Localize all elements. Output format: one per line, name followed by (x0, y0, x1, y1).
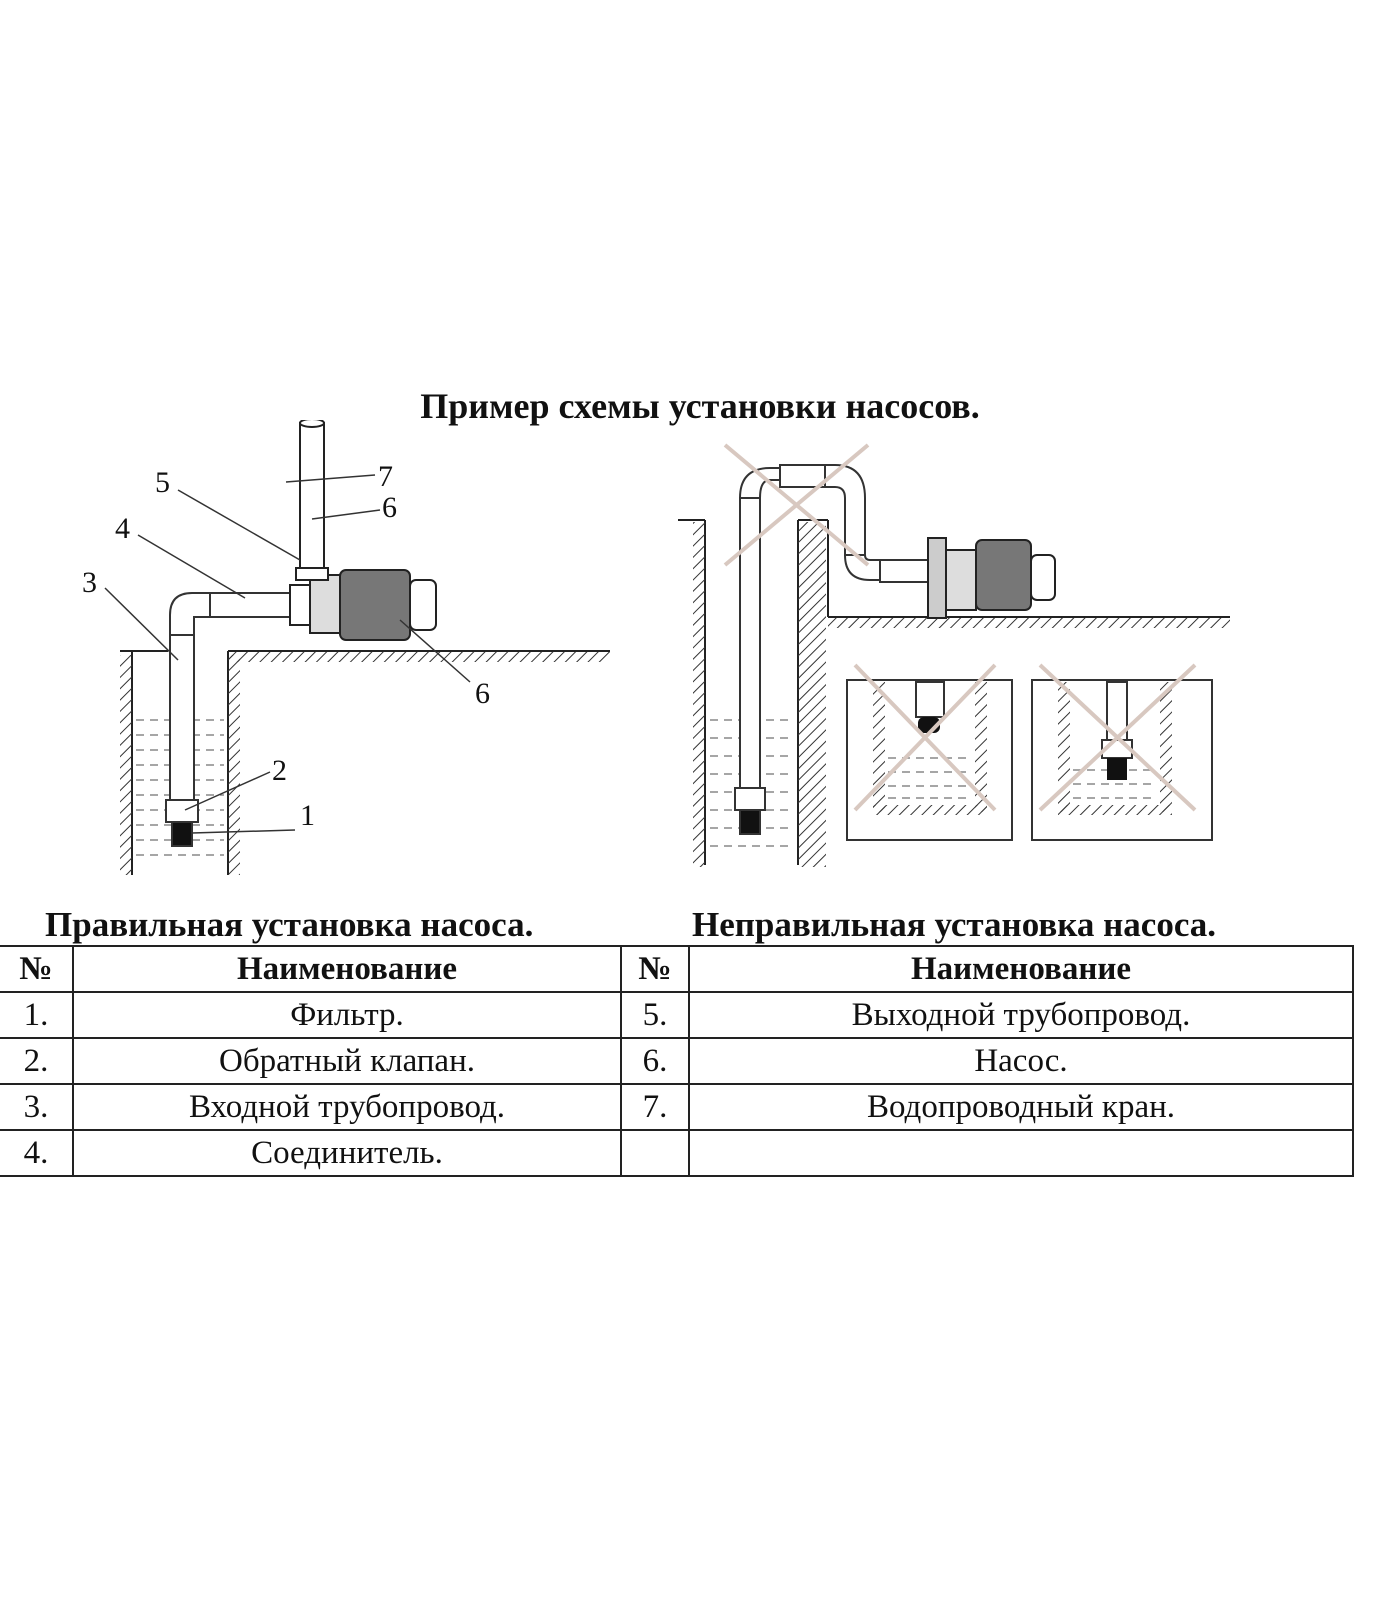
cell-name: Обратный клапан. (72, 1037, 622, 1085)
header-name: Наименование (688, 945, 1354, 993)
cell-number: 3. (0, 1083, 74, 1131)
table-row: 2. Обратный клапан. 6. Насос. (0, 1037, 1354, 1085)
deep-well (678, 443, 1230, 867)
outlet-pipe (299, 422, 325, 569)
svg-text:4: 4 (115, 512, 130, 545)
cell-number (620, 1129, 690, 1177)
cell-number: 7. (620, 1083, 690, 1131)
callouts: 7 6 5 4 3 6 2 1 (82, 460, 490, 834)
cell-name: Выходной трубопровод. (688, 991, 1354, 1039)
table-header-row: № Наименование № Наименование (0, 945, 1354, 993)
shallow-well-1 (846, 663, 1013, 841)
page-title: Пример схемы установки насосов. (420, 386, 980, 426)
cell-name: Входной трубопровод. (72, 1083, 622, 1131)
header-number: № (0, 945, 74, 993)
cell-number: 1. (0, 991, 74, 1039)
cross-mark (853, 663, 997, 812)
svg-text:6: 6 (475, 677, 490, 710)
cell-name (688, 1129, 1354, 1177)
incorrect-installation-diagram (678, 443, 1230, 867)
svg-text:3: 3 (82, 566, 97, 599)
cell-name: Насос. (688, 1037, 1354, 1085)
table-row: 1. Фильтр. 5. Выходной трубопровод. (0, 991, 1354, 1039)
table-row: 4. Соединитель. (0, 1129, 1354, 1177)
header-name: Наименование (72, 945, 622, 993)
pump (289, 420, 437, 641)
header-number: № (620, 945, 690, 993)
svg-text:1: 1 (300, 799, 315, 832)
svg-text:2: 2 (272, 754, 287, 787)
parts-table: № Наименование № Наименование 1. Фильтр.… (0, 945, 1354, 1177)
check-valve (165, 799, 199, 823)
svg-text:7: 7 (378, 460, 393, 493)
svg-text:6: 6 (382, 491, 397, 524)
cell-number: 2. (0, 1037, 74, 1085)
cell-name: Водопроводный кран. (688, 1083, 1354, 1131)
table-row: 3. Входной трубопровод. 7. Водопроводный… (0, 1083, 1354, 1131)
inlet-pipe (165, 592, 291, 847)
cell-name: Соединитель. (72, 1129, 622, 1177)
ground-hatch (228, 652, 610, 662)
cell-number: 6. (620, 1037, 690, 1085)
cross-mark (1038, 663, 1197, 812)
cell-number: 5. (620, 991, 690, 1039)
cell-number: 4. (0, 1129, 74, 1177)
cell-name: Фильтр. (72, 991, 622, 1039)
svg-text:5: 5 (155, 466, 170, 499)
correct-installation-diagram: 7 6 5 4 3 6 2 1 (82, 420, 610, 875)
incorrect-installation-caption: Неправильная установка насоса. (692, 905, 1217, 944)
shallow-well-2 (1031, 663, 1213, 841)
cross-mark (723, 443, 870, 567)
pump (927, 537, 1056, 619)
filter (171, 821, 193, 847)
correct-installation-caption: Правильная установка насоса. (45, 905, 534, 944)
